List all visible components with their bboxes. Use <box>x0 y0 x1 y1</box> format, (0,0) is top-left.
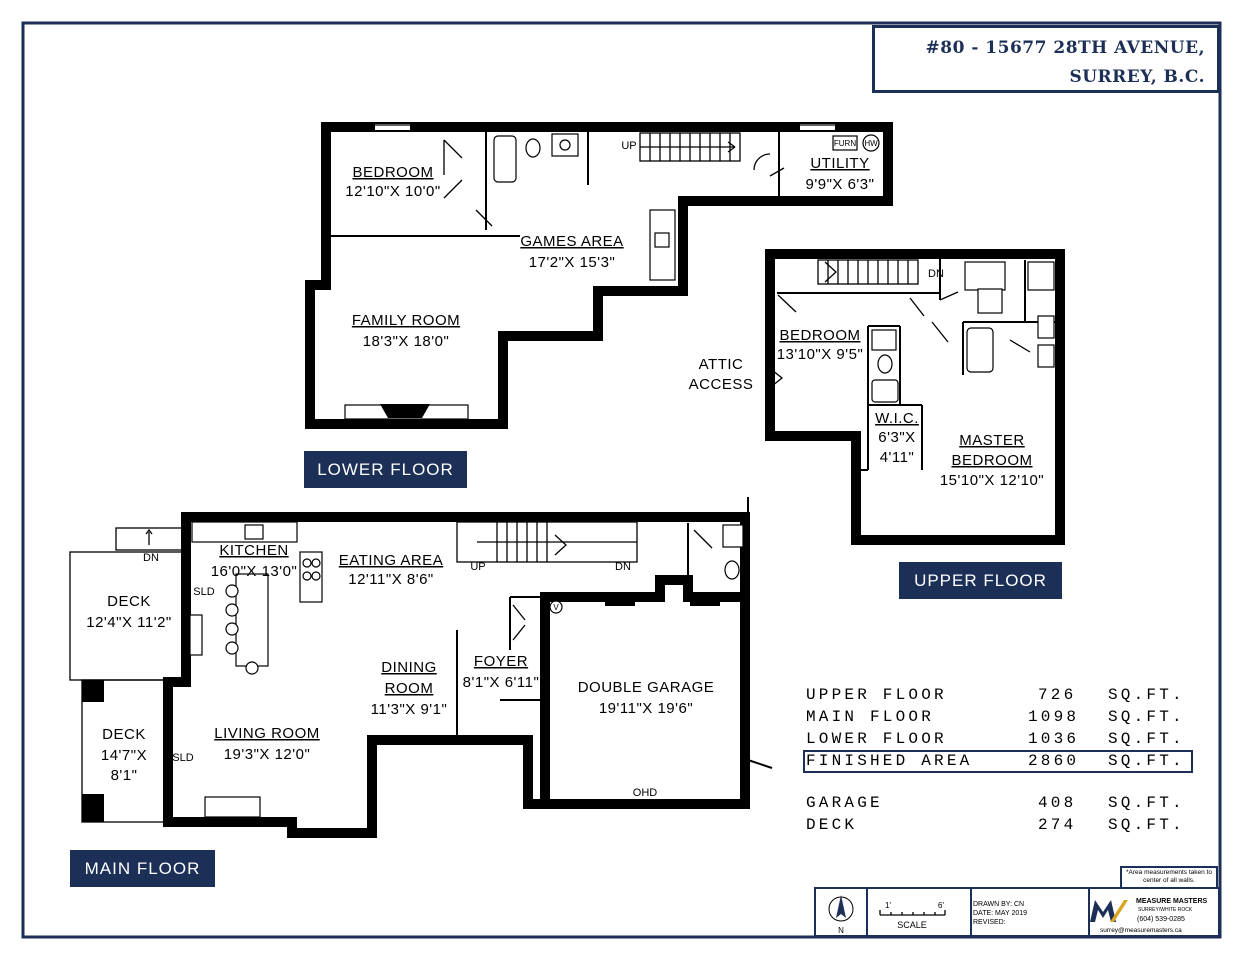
company-name: MEASURE MASTERS <box>1136 898 1208 905</box>
area-unit: SQ.FT. <box>1108 794 1185 812</box>
drawn-by-cell <box>972 889 1090 935</box>
date-label: DATE: MAY 2019 <box>973 910 1027 917</box>
area-value: 726 <box>1038 686 1077 704</box>
room-dims-foyer: 8'1"X 6'11" <box>463 674 540 691</box>
room-dims-dining: 11'3"X 9'1" <box>371 701 448 718</box>
address-line-1: #80 - 15677 28TH AVENUE, <box>925 38 1205 58</box>
area-unit: SQ.FT. <box>1108 816 1185 834</box>
lower-floor-badge: LOWER FLOOR <box>304 451 467 488</box>
scale-cell <box>868 889 972 935</box>
room-label-family-room: FAMILY ROOM <box>352 312 460 329</box>
deck-stairs-down-label: DN <box>143 552 159 564</box>
room-dims-wic-line1: 6'3"X <box>878 429 915 446</box>
measure-masters-logo <box>1090 900 1128 922</box>
main-floor-badge: MAIN FLOOR <box>70 850 215 887</box>
room-dims-deck-lower-line1: 14'7"X <box>101 747 147 764</box>
hot-water-label: HW <box>864 139 878 148</box>
address-line-2: SURREY, B.C. <box>1069 67 1205 87</box>
room-dims-games-area: 17'2"X 15'3" <box>529 254 616 271</box>
main-stairs-up-label: UP <box>470 561 485 573</box>
room-dims-deck-upper: 12'4"X 11'2" <box>86 614 172 631</box>
room-dims-double-garage: 19'11"X 19'6" <box>599 700 693 717</box>
garage-v-label: V <box>553 603 559 612</box>
scale-label: SCALE <box>897 920 927 930</box>
area-unit: SQ.FT. <box>1108 708 1185 726</box>
room-dims-master: 15'10"X 12'10" <box>940 472 1044 489</box>
attic-access-label-line1: ATTIC <box>699 356 744 373</box>
company-subtitle: SURREY/WHITE ROCK <box>1138 907 1193 913</box>
kitchen-sliding-door-label: SLD <box>193 586 214 598</box>
room-label-master-line1: MASTER <box>959 432 1025 449</box>
lower-stairs-up-label: UP <box>621 140 636 152</box>
area-value: 1036 <box>1028 730 1080 748</box>
room-dims-deck-lower-line2: 8'1" <box>111 767 138 784</box>
room-label-utility: UTILITY <box>810 155 869 172</box>
property-address-box: #80 - 15677 28TH AVENUE, SURREY, B.C. <box>872 25 1220 93</box>
room-label-bedroom-lower: BEDROOM <box>352 164 433 181</box>
room-label-double-garage: DOUBLE GARAGE <box>578 679 715 696</box>
revised-label: REVISED: <box>973 919 1006 926</box>
finished-area-highlight <box>803 750 1193 773</box>
attic-access-label-line2: ACCESS <box>689 376 754 393</box>
title-block <box>814 887 1220 937</box>
area-name: LOWER FLOOR <box>806 730 947 748</box>
room-label-eating-area: EATING AREA <box>339 552 443 569</box>
room-dims-bedroom-upper: 13'10"X 9'5" <box>777 346 864 363</box>
area-value: 2860 <box>1028 752 1080 770</box>
area-name: DECK <box>806 816 858 834</box>
area-value: 408 <box>1038 794 1077 812</box>
north-arrow-icon <box>828 895 854 922</box>
measurement-note: *Area measurements taken to center of al… <box>1120 866 1218 887</box>
area-name: GARAGE <box>806 794 883 812</box>
room-dims-wic-line2: 4'11" <box>880 449 915 466</box>
upper-floor-badge: UPPER FLOOR <box>899 562 1062 599</box>
room-dims-living-room: 19'3"X 12'0" <box>224 746 311 763</box>
room-label-master-line2: BEDROOM <box>951 452 1032 469</box>
furnace-label: FURN <box>834 139 856 148</box>
company-email: surrey@measuremasters.ca <box>1100 927 1182 934</box>
area-name: UPPER FLOOR <box>806 686 947 704</box>
main-floor-plan: UP DN V <box>69 497 773 838</box>
area-name: MAIN FLOOR <box>806 708 935 726</box>
room-label-bedroom-upper: BEDROOM <box>779 327 860 344</box>
room-label-dining-line2: ROOM <box>385 680 434 697</box>
room-dims-bedroom-lower: 12'10"X 10'0" <box>345 183 440 200</box>
room-dims-eating-area: 12'11"X 8'6" <box>348 571 434 588</box>
area-unit: SQ.FT. <box>1108 730 1185 748</box>
north-cell <box>816 889 868 935</box>
room-label-wic: W.I.C. <box>875 410 919 427</box>
room-label-games-area: GAMES AREA <box>520 233 623 250</box>
room-dims-utility: 9'9"X 6'3" <box>806 176 875 193</box>
lower-floor-plan: FURN HW UP <box>305 122 893 429</box>
overhead-door-label: OHD <box>633 787 658 799</box>
room-label-dining-line1: DINING <box>381 659 437 676</box>
drawn-by-label: DRAWN BY: CN <box>973 901 1024 908</box>
room-label-kitchen: KITCHEN <box>219 542 288 559</box>
area-value: 1098 <box>1028 708 1080 726</box>
room-label-deck-upper: DECK <box>107 593 151 610</box>
company-phone: (604) 539-0285 <box>1137 916 1185 923</box>
north-label: N <box>838 926 844 935</box>
upper-floor-plan: DN <box>765 249 1065 545</box>
area-unit: SQ.FT. <box>1108 686 1185 704</box>
scale-left-label: 1' <box>885 901 891 910</box>
area-value: 274 <box>1038 816 1077 834</box>
upper-stairs-down-label: DN <box>928 268 944 280</box>
room-label-deck-lower: DECK <box>102 726 146 743</box>
area-unit: SQ.FT. <box>1108 752 1185 770</box>
room-label-foyer: FOYER <box>474 653 528 670</box>
room-label-living-room: LIVING ROOM <box>214 725 320 742</box>
room-dims-kitchen: 16'0"X 13'0" <box>211 563 298 580</box>
scale-right-label: 6' <box>938 901 944 910</box>
room-dims-family-room: 18'3"X 18'0" <box>363 333 450 350</box>
area-name: FINISHED AREA <box>806 752 973 770</box>
scale-bar-icon <box>879 910 946 916</box>
living-sliding-door-label: SLD <box>172 752 193 764</box>
main-stairs-down-label: DN <box>615 561 631 573</box>
